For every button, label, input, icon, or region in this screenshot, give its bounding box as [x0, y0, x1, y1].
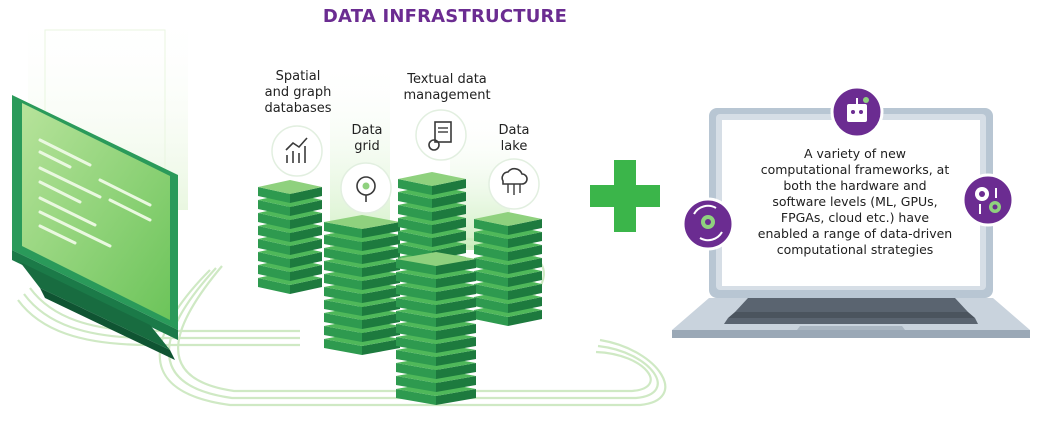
label-textual-data-management: Textual data management — [403, 72, 491, 103]
label-data-lake: Data lake — [498, 123, 530, 154]
server-unit — [398, 172, 466, 195]
plus-icon — [590, 160, 660, 232]
gears-arrows-icon — [961, 173, 1015, 227]
chart-icon — [271, 125, 323, 177]
server-stack — [324, 215, 400, 355]
laptop-description: A variety of new computational framework… — [757, 146, 953, 257]
server-unit — [258, 180, 322, 203]
laptop — [672, 108, 1030, 338]
server-unit — [474, 212, 542, 235]
server-stack — [396, 252, 476, 405]
robot-icon — [830, 85, 884, 139]
server-stack — [258, 180, 322, 294]
server-unit — [396, 252, 476, 275]
code-lines — [38, 138, 152, 248]
server-stack — [474, 212, 542, 326]
label-spatial-graph-databases: Spatial and graph databases — [264, 69, 332, 116]
monitor — [12, 95, 178, 360]
document-gear-icon — [415, 109, 467, 161]
label-data-grid: Data grid — [351, 123, 383, 154]
server-unit — [324, 215, 400, 238]
server-stacks — [258, 172, 542, 405]
rotating-gear-people-icon — [681, 197, 735, 251]
cable-lines — [17, 236, 667, 407]
page-title: DATA INFRASTRUCTURE — [322, 6, 568, 27]
ai-brain-icon — [340, 162, 392, 214]
cloud-network-icon — [488, 158, 540, 210]
